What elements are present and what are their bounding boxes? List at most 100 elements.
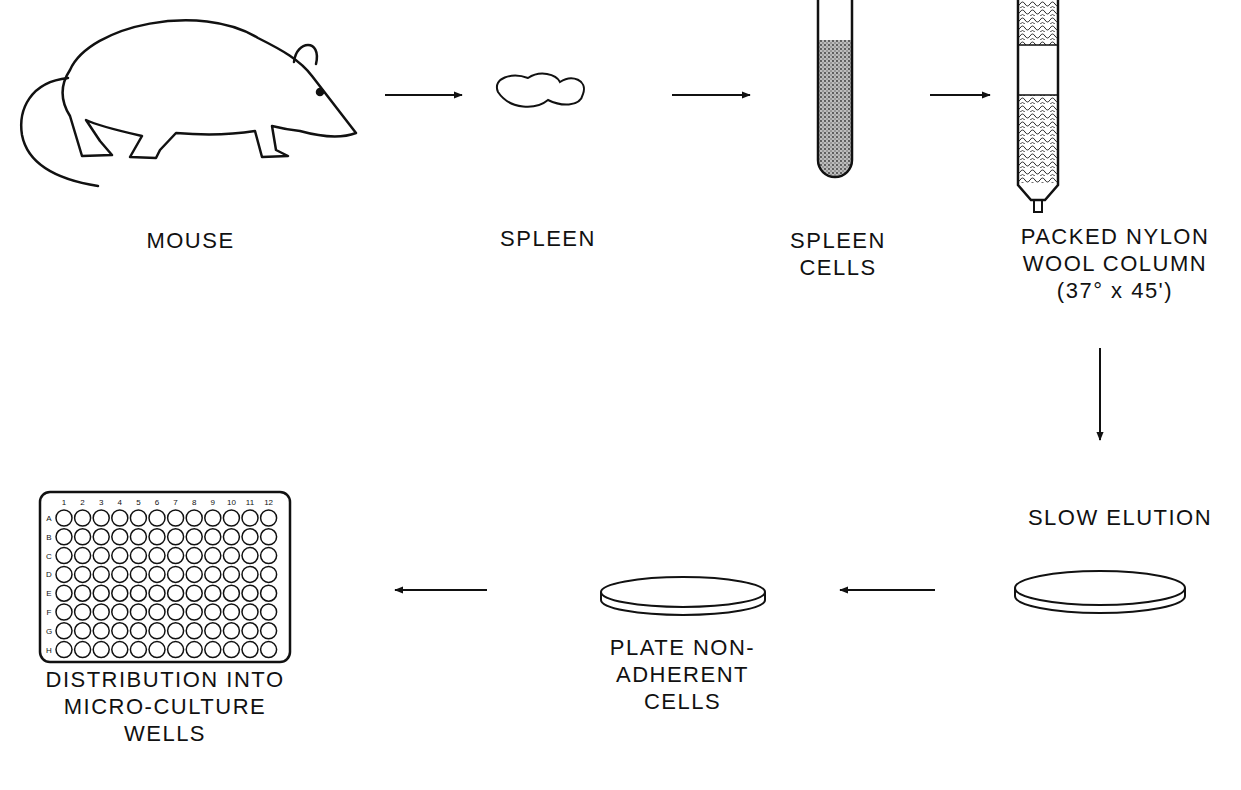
- step-label: SPLEEN: [483, 225, 613, 252]
- well: [168, 510, 184, 526]
- step-label: DISTRIBUTION INTO MICRO-CULTURE WELLS: [40, 666, 290, 747]
- well: [186, 604, 202, 620]
- well: [186, 623, 202, 639]
- step-label: SPLEEN CELLS: [780, 227, 896, 281]
- well: [223, 510, 239, 526]
- column-number: 8: [192, 498, 196, 507]
- column-number: 4: [118, 498, 122, 507]
- well: [205, 642, 221, 658]
- well: [261, 623, 277, 639]
- microculture-plate: [40, 492, 290, 662]
- column-number: 2: [80, 498, 84, 507]
- well: [149, 623, 165, 639]
- well: [223, 604, 239, 620]
- well: [242, 548, 258, 564]
- mouse-drawing: [21, 20, 356, 186]
- well: [75, 566, 91, 582]
- well: [168, 604, 184, 620]
- well: [223, 642, 239, 658]
- well: [75, 548, 91, 564]
- well: [242, 623, 258, 639]
- well: [93, 529, 109, 545]
- well: [93, 566, 109, 582]
- well: [242, 642, 258, 658]
- well: [223, 548, 239, 564]
- well: [56, 585, 72, 601]
- well: [112, 510, 128, 526]
- flow-arrow: [840, 589, 935, 591]
- flow-arrow: [385, 94, 462, 96]
- well: [130, 566, 146, 582]
- well: [112, 623, 128, 639]
- flow-arrow: [395, 589, 487, 591]
- well: [56, 529, 72, 545]
- column-number: 11: [246, 498, 254, 507]
- row-letter: G: [46, 626, 52, 635]
- petri-dish: [1015, 571, 1185, 613]
- well: [112, 585, 128, 601]
- well: [93, 548, 109, 564]
- step-label: PLATE NON-ADHERENT CELLS: [590, 634, 775, 715]
- well: [168, 529, 184, 545]
- well: [56, 642, 72, 658]
- column-number: 5: [136, 498, 140, 507]
- row-letter: B: [46, 532, 51, 541]
- well: [186, 529, 202, 545]
- well: [242, 585, 258, 601]
- well: [168, 566, 184, 582]
- step-box: PACKED NYLON WOOL COLUMN (37° x 45'): [995, 5, 1235, 310]
- well: [149, 566, 165, 582]
- well: [261, 585, 277, 601]
- well: [130, 585, 146, 601]
- well: [130, 623, 146, 639]
- well: [223, 529, 239, 545]
- column-number: 12: [264, 498, 273, 507]
- well: [130, 510, 146, 526]
- step-label: PACKED NYLON WOOL COLUMN (37° x 45'): [999, 223, 1231, 304]
- well: [168, 642, 184, 658]
- well: [112, 566, 128, 582]
- well: [149, 604, 165, 620]
- well: [130, 548, 146, 564]
- column-number: 10: [227, 498, 236, 507]
- well: [205, 604, 221, 620]
- spleen-drawing: [497, 74, 584, 107]
- well: [75, 510, 91, 526]
- well: [93, 585, 109, 601]
- well: [261, 510, 277, 526]
- well: [56, 548, 72, 564]
- step-box: DISTRIBUTION INTO MICRO-CULTURE WELLS: [30, 488, 300, 784]
- row-letter: H: [46, 645, 52, 654]
- well: [149, 510, 165, 526]
- step-label: MOUSE: [41, 227, 341, 254]
- well: [75, 642, 91, 658]
- well: [149, 642, 165, 658]
- well: [56, 623, 72, 639]
- well: [186, 585, 202, 601]
- well: [93, 604, 109, 620]
- well: [223, 623, 239, 639]
- well: [75, 604, 91, 620]
- well: [56, 566, 72, 582]
- well: [261, 642, 277, 658]
- well: [205, 566, 221, 582]
- flow-arrow: [672, 94, 750, 96]
- well: [242, 510, 258, 526]
- step-label: SLOW ELUTION: [1007, 504, 1233, 531]
- well: [242, 529, 258, 545]
- column-number: 3: [99, 498, 103, 507]
- well: [112, 529, 128, 545]
- well: [205, 623, 221, 639]
- step-box: MOUSE: [8, 5, 373, 260]
- well: [205, 548, 221, 564]
- well: [223, 566, 239, 582]
- row-letter: C: [46, 551, 52, 560]
- well: [130, 604, 146, 620]
- flow-arrow: [930, 94, 990, 96]
- well: [112, 642, 128, 658]
- well: [56, 604, 72, 620]
- well: [261, 548, 277, 564]
- well: [149, 585, 165, 601]
- step-box: SPLEEN: [478, 60, 618, 260]
